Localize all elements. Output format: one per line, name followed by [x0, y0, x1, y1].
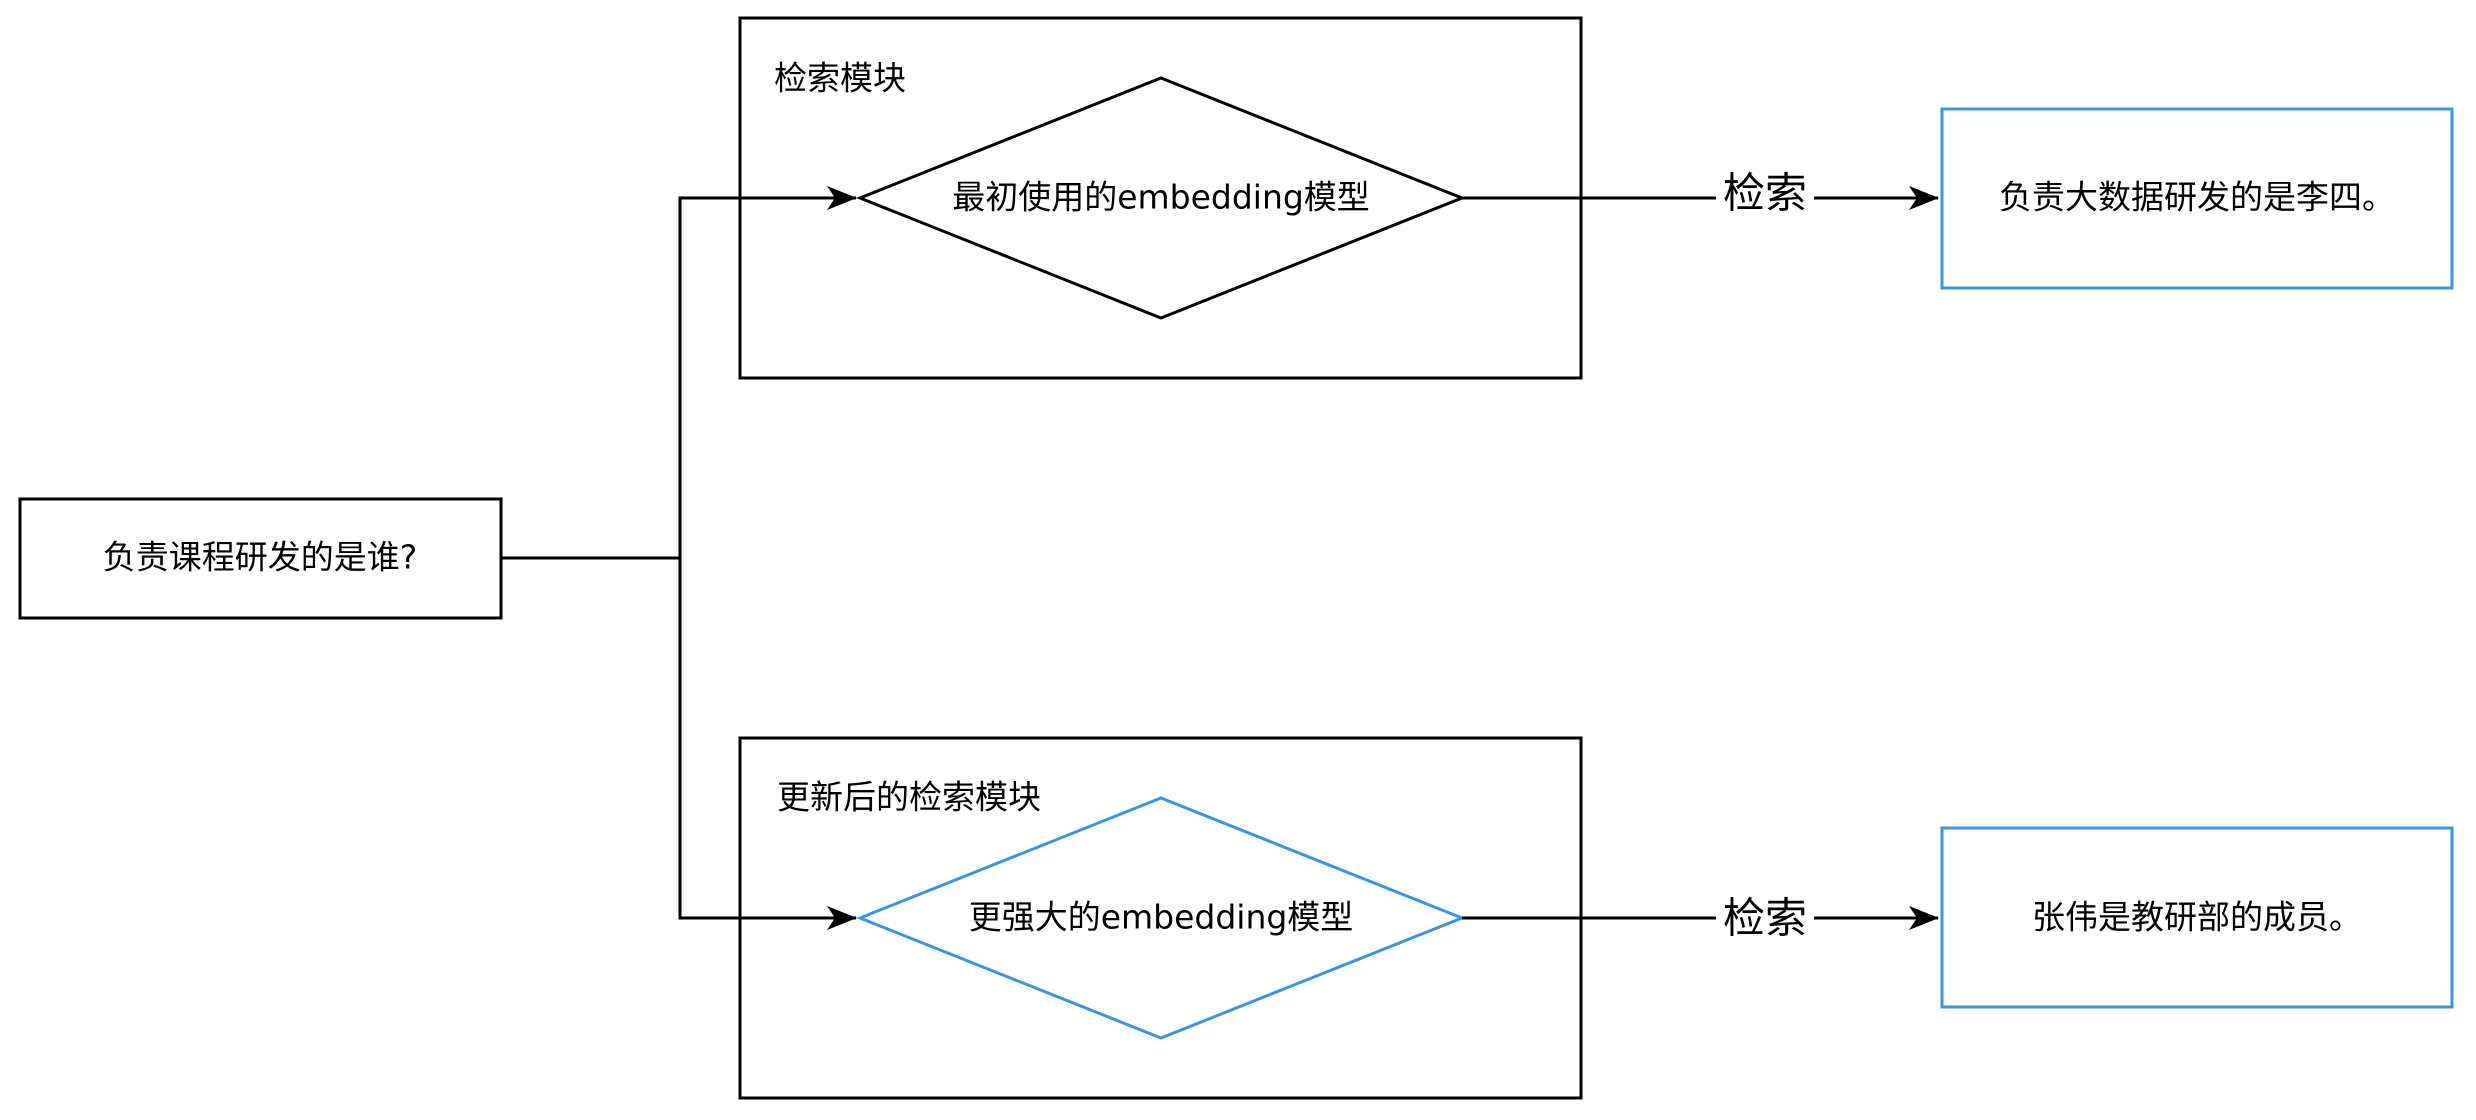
- result-1-box: [1940, 107, 2454, 290]
- result-2-node: 张伟是教研部的成员。: [1940, 826, 2454, 1009]
- branch-to-module-2: [678, 558, 857, 930]
- branch-connector: [501, 186, 857, 930]
- module-1-edge-label: 检索: [1723, 169, 1807, 218]
- result-2-box: [1940, 826, 2454, 1009]
- module-2-edge-label: 检索: [1723, 894, 1807, 943]
- module-2-model-label: 更强大的embedding模型: [969, 898, 1354, 937]
- module-2-retrieve-edge: 检索: [1462, 892, 1939, 948]
- module-1-title: 检索模块: [774, 59, 906, 98]
- branch-to-module-1: [678, 186, 857, 558]
- module-2-title: 更新后的检索模块: [777, 778, 1041, 817]
- result-1-node: 负责大数据研发的是李四。: [1940, 107, 2454, 290]
- question-text: 负责课程研发的是谁?: [103, 538, 418, 577]
- module-1: 检索模块 最初使用的embedding模型: [738, 16, 1583, 380]
- question-box: [18, 497, 503, 620]
- result-2-text: 张伟是教研部的成员。: [2032, 898, 2362, 937]
- module-1-model-label: 最初使用的embedding模型: [952, 178, 1370, 217]
- result-1-text: 负责大数据研发的是李四。: [1999, 178, 2395, 217]
- question-node: 负责课程研发的是谁?: [18, 497, 503, 620]
- module-2: 更新后的检索模块 更强大的embedding模型: [738, 736, 1583, 1100]
- module-1-retrieve-edge: 检索: [1462, 169, 1939, 226]
